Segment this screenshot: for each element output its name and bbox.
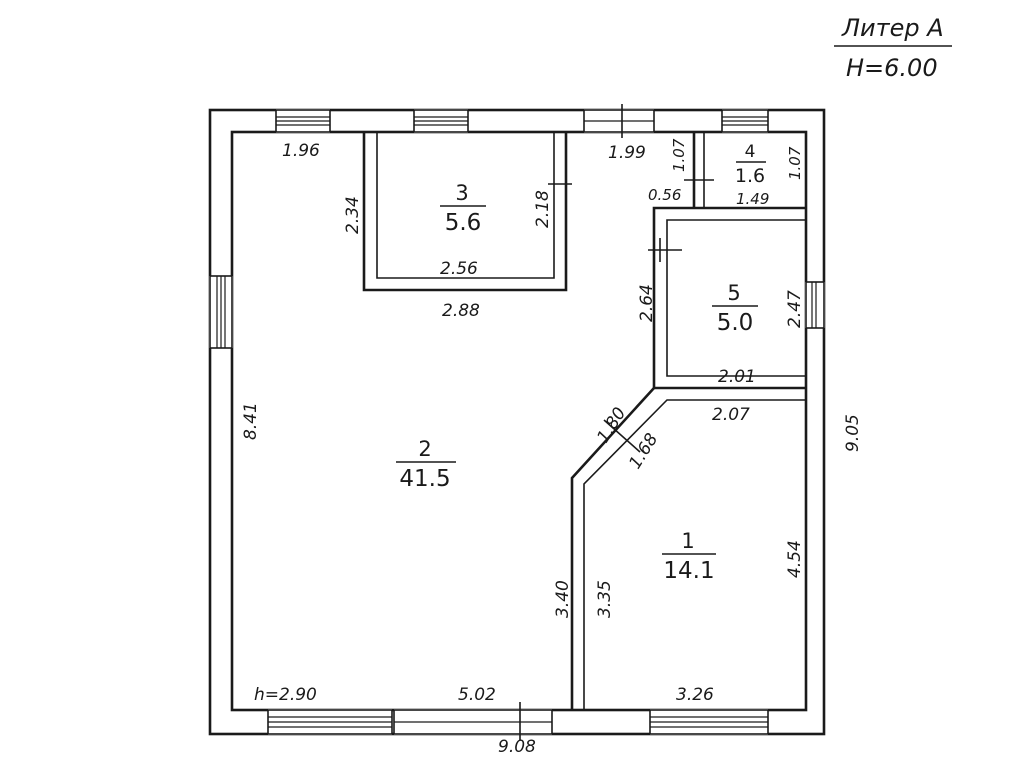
dim-corridor-left: 3.40 [553,580,573,618]
dim-bottom-left: 5.02 [458,685,496,705]
window-top-2 [413,109,469,133]
window-top-4 [721,109,769,133]
dim-r4-right: 1.07 [786,146,804,180]
dim-top-mid: 1.99 [608,143,646,163]
partition-inner [583,399,806,710]
dim-corridor-right: 3.35 [595,580,615,618]
room-5-area: 5.0 [717,310,754,336]
room-5-label: 5 5.0 [712,281,758,336]
room-4-label: 4 1.6 [735,142,766,187]
room-3-label: 3 5.6 [440,181,486,236]
dim-bottom-total: 9.08 [498,737,536,757]
height-label: H=6.00 [846,54,938,82]
room-2-area: 41.5 [399,466,450,492]
room5-wall-outer [652,206,806,390]
dim-top-left: 1.96 [282,141,320,161]
dim-left-wall: 8.41 [241,402,261,440]
room-1-label: 1 14.1 [662,529,716,584]
dim-r3-right: 2.18 [533,190,553,228]
room-5-number: 5 [727,281,740,305]
dim-r4-bottom: 1.49 [736,190,769,208]
dim-diag-outer: 1.80 [593,404,630,447]
room3-wall-outer [362,132,568,292]
dim-r4-left: 1.07 [670,138,688,172]
room-2-label: 2 41.5 [396,437,456,492]
dim-r1-right: 4.54 [785,540,805,578]
room-4-number: 4 [745,142,756,162]
room-2-number: 2 [418,437,431,461]
dim-right-wall: 9.05 [843,414,863,452]
room-1-area: 14.1 [663,558,714,584]
partition-outer [570,387,655,710]
liter-label: Литер А [841,14,944,42]
window-bottom-1 [267,709,393,735]
room-1-number: 1 [681,529,694,553]
room-3-area: 5.6 [445,210,482,236]
window-top-1 [275,109,331,133]
dim-r1-top: 2.07 [712,405,750,425]
window-top-3 [583,109,655,133]
door-bottom [393,709,553,735]
window-left [209,275,233,349]
dim-r5-right: 2.47 [785,290,805,328]
dim-r5-left: 2.64 [637,284,657,322]
room5-wall-inner [666,219,806,377]
dim-r3-outer-bottom: 2.88 [442,301,480,321]
room3-wall-inner [376,132,555,279]
dim-ceiling-h: h=2.90 [254,685,317,705]
room-4-area: 1.6 [735,165,765,187]
dim-r3-left: 2.34 [343,196,363,234]
window-bottom-2 [649,709,769,735]
dim-bottom-right: 3.26 [676,685,714,705]
dim-r4-door: 0.56 [648,186,681,204]
dim-r5-bottom: 2.01 [718,367,756,387]
dim-r3-inner-bottom: 2.56 [440,259,478,279]
window-right [805,281,825,329]
room-3-number: 3 [455,181,468,205]
tick-diag [603,419,641,453]
